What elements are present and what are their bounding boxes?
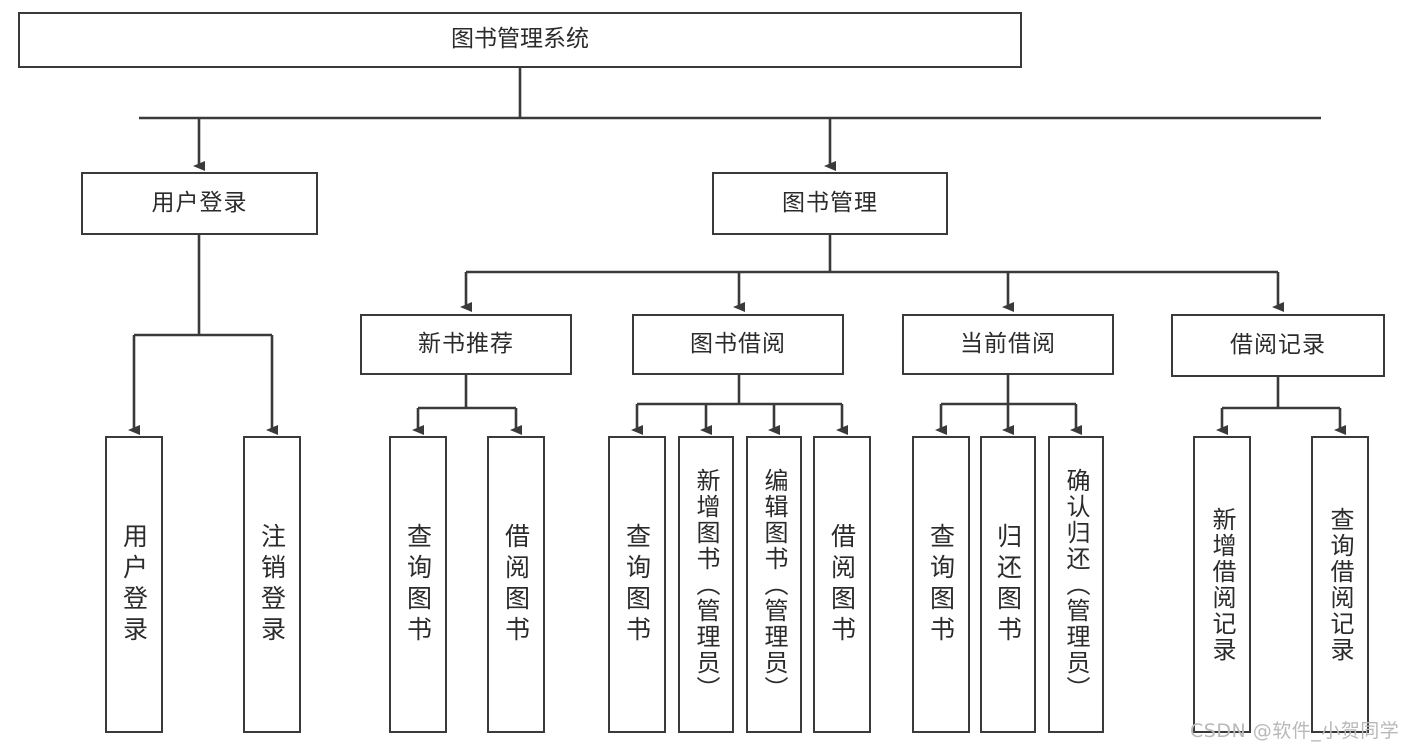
node-label: 查询图书 xyxy=(403,522,433,647)
node-label: 归还图书 xyxy=(993,522,1023,647)
leaf-new-book-borrow[interactable]: 借阅图书 xyxy=(487,436,545,733)
leaf-current-borrow-return[interactable]: 归还图书 xyxy=(980,436,1036,733)
node-label: 借阅记录 xyxy=(1230,331,1326,358)
leaf-borrow-record-add[interactable]: 新增借阅记录 xyxy=(1193,436,1251,733)
leaf-user-login-login[interactable]: 用户登录 xyxy=(105,436,163,733)
leaf-book-borrow-borrow[interactable]: 借阅图书 xyxy=(813,436,871,733)
node-label: 当前借阅 xyxy=(960,330,1056,357)
leaf-borrow-record-query[interactable]: 查询借阅记录 xyxy=(1311,436,1369,733)
node-user-login[interactable]: 用户登录 xyxy=(81,172,318,235)
node-label: 编辑图书（管理员） xyxy=(760,467,788,702)
node-book-management[interactable]: 图书管理 xyxy=(712,172,948,235)
node-label: 用户登录 xyxy=(151,189,248,216)
leaf-user-login-logout[interactable]: 注销登录 xyxy=(243,436,301,733)
node-book-borrow[interactable]: 图书借阅 xyxy=(632,314,844,375)
node-label: 借阅图书 xyxy=(827,522,857,647)
node-label: 注销登录 xyxy=(257,522,287,647)
node-label: 查询借阅记录 xyxy=(1326,506,1354,663)
leaf-new-book-query[interactable]: 查询图书 xyxy=(389,436,447,733)
node-borrow-record[interactable]: 借阅记录 xyxy=(1171,314,1385,377)
node-label: 新书推荐 xyxy=(418,330,514,357)
node-label: 新增图书（管理员） xyxy=(692,467,720,702)
node-label: 用户登录 xyxy=(119,522,149,647)
node-label: 查询图书 xyxy=(926,522,956,647)
leaf-current-borrow-query[interactable]: 查询图书 xyxy=(912,436,970,733)
leaf-book-borrow-query[interactable]: 查询图书 xyxy=(608,436,666,733)
node-label: 图书管理系统 xyxy=(451,26,589,53)
node-label: 图书借阅 xyxy=(690,330,786,357)
node-label: 借阅图书 xyxy=(501,522,531,647)
node-new-book-recommend[interactable]: 新书推荐 xyxy=(360,314,572,375)
leaf-current-borrow-confirm[interactable]: 确认归还（管理员） xyxy=(1048,436,1104,733)
node-label: 查询图书 xyxy=(622,522,652,647)
node-label: 新增借阅记录 xyxy=(1208,506,1236,663)
leaf-book-borrow-edit[interactable]: 编辑图书（管理员） xyxy=(746,436,802,733)
csdn-watermark: CSDN @软件_小贺同学 xyxy=(1190,720,1400,742)
node-root-system[interactable]: 图书管理系统 xyxy=(18,12,1022,68)
node-label: 图书管理 xyxy=(782,189,878,216)
leaf-book-borrow-add[interactable]: 新增图书（管理员） xyxy=(678,436,734,733)
node-current-borrow[interactable]: 当前借阅 xyxy=(902,314,1114,375)
node-label: 确认归还（管理员） xyxy=(1062,467,1090,702)
